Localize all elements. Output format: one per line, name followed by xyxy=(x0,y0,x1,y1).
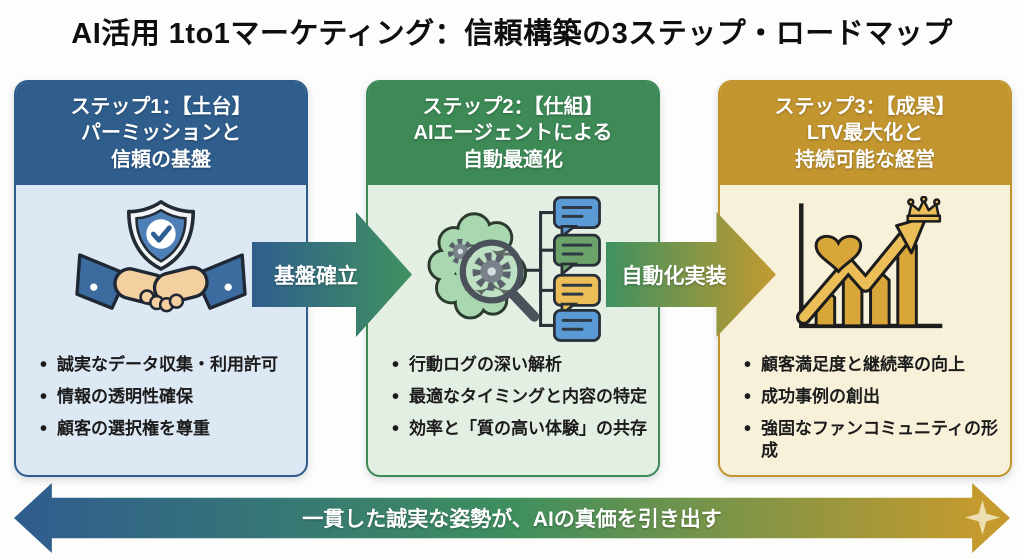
flow-arrow-2-label: 自動化実装 xyxy=(621,264,727,288)
step3-header-line2: LTV最大化と xyxy=(806,122,924,145)
step1-card: ステップ1：【土台】 パーミッションと 信頼の基盤 xyxy=(14,80,308,477)
step2-header-line1: ステップ2：【仕組】 xyxy=(422,95,604,118)
step1-header-line2: パーミッションと xyxy=(81,122,241,145)
flow-arrow-1-label: 基盤確立 xyxy=(274,264,358,288)
step3-bullet-3: 強固なファンコミュニティの形成 xyxy=(744,416,1002,462)
step3-header: ステップ3：【成果】 LTV最大化と 持続可能な経営 xyxy=(720,82,1010,185)
step1-bullet-2: 情報の透明性確保 xyxy=(40,384,298,410)
step1-header-line1: ステップ1：【土台】 xyxy=(70,95,252,118)
step1-bullet-list: 誠実なデータ収集・利用許可 情報の透明性確保 顧客の選択権を尊重 xyxy=(16,352,306,442)
brain-analysis-icon xyxy=(368,191,658,346)
step2-bullet-2: 最適なタイミングと内容の特定 xyxy=(392,384,650,410)
step3-bullet-1: 顧客満足度と継続率の向上 xyxy=(744,352,1002,378)
step2-header-line3: 自動最適化 xyxy=(463,148,563,171)
page-title: AI活用 1to1マーケティング：信頼構築の3ステップ・ロードマップ xyxy=(71,18,953,50)
step2-card: ステップ2：【仕組】 AIエージェントによる 自動最適化 xyxy=(366,80,660,477)
step1-header-line3: 信頼の基盤 xyxy=(111,148,211,171)
step3-bullet-2: 成功事例の創出 xyxy=(744,384,1002,410)
step1-bullet-3: 顧客の選択権を尊重 xyxy=(40,416,298,442)
step3-card: ステップ3：【成果】 LTV最大化と 持続可能な経営 xyxy=(718,80,1012,477)
banner-text: 一貫した誠実な姿勢が、AIの真価を引き出す xyxy=(302,508,722,531)
step3-header-line1: ステップ3：【成果】 xyxy=(774,95,956,118)
step2-bullet-list: 行動ログの深い解析 最適なタイミングと内容の特定 効率と「質の高い体験」の共存 xyxy=(368,352,658,442)
growth-chart-icon xyxy=(720,191,1010,346)
bottom-banner: 一貫した誠実な姿勢が、AIの真価を引き出す xyxy=(14,483,1010,553)
step2-header: ステップ2：【仕組】 AIエージェントによる 自動最適化 xyxy=(368,82,658,185)
step2-header-line2: AIエージェントによる xyxy=(413,122,613,145)
step2-bullet-1: 行動ログの深い解析 xyxy=(392,352,650,378)
step2-bullet-3: 効率と「質の高い体験」の共存 xyxy=(392,416,650,442)
step3-bullet-list: 顧客満足度と継続率の向上 成功事例の創出 強固なファンコミュニティの形成 xyxy=(720,352,1010,462)
step1-header: ステップ1：【土台】 パーミッションと 信頼の基盤 xyxy=(16,82,306,185)
handshake-shield-icon xyxy=(16,191,306,346)
step3-header-line3: 持続可能な経営 xyxy=(795,148,935,171)
step1-bullet-1: 誠実なデータ収集・利用許可 xyxy=(40,352,298,378)
